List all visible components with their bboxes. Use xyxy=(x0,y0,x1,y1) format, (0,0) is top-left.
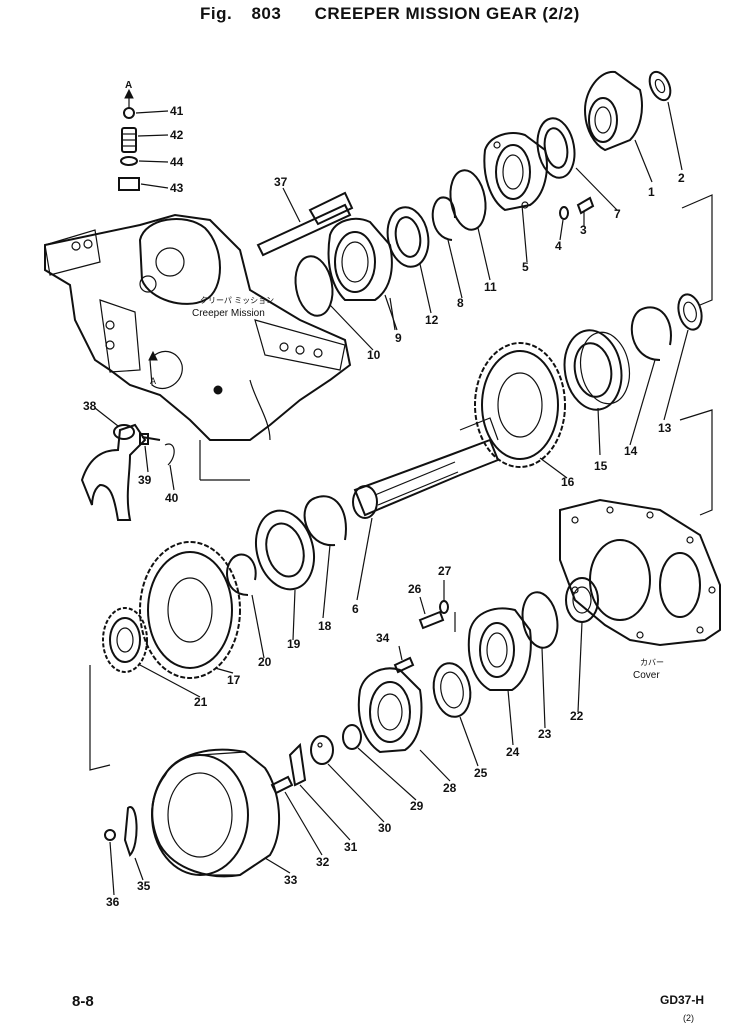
callout-17: 17 xyxy=(227,673,241,687)
cover-label-jp: カバー xyxy=(640,658,664,667)
callout-25: 25 xyxy=(474,766,488,780)
cover: カバー Cover xyxy=(559,498,721,681)
fig-number: 803 xyxy=(251,4,282,23)
fig-label: Fig. xyxy=(200,4,233,23)
callout-numbers: 1 2 3 4 5 6 7 8 10 11 12 13 14 15 16 17 … xyxy=(83,104,685,909)
callout-3: 3 xyxy=(580,223,587,237)
callout-5: 5 xyxy=(522,260,529,274)
shift-fork xyxy=(80,407,175,521)
callout-2: 2 xyxy=(678,171,685,185)
callout-23: 23 xyxy=(538,727,552,741)
model-code: GD37-H xyxy=(660,993,705,1007)
callout-16: 16 xyxy=(561,475,575,489)
middle-parts xyxy=(352,293,713,519)
figure-title: CREEPER MISSION GEAR (2/2) xyxy=(314,4,580,23)
callout-43: 43 xyxy=(170,181,184,195)
callout-22: 22 xyxy=(570,709,584,723)
cover-label-en: Cover xyxy=(633,670,660,681)
callout-6: 6 xyxy=(352,602,359,616)
page-number: 8-8 xyxy=(72,993,94,1010)
leader-lines xyxy=(109,101,689,896)
callout-21: 21 xyxy=(194,695,208,709)
callout-9: 9 xyxy=(395,331,402,345)
callout-32: 32 xyxy=(316,855,330,869)
callout-40: 40 xyxy=(165,491,179,505)
callout-13: 13 xyxy=(658,421,672,435)
case-label-en: Creeper Mission xyxy=(192,308,265,319)
upper-parts xyxy=(294,70,713,317)
detent-assembly: A xyxy=(118,80,169,191)
callout-26: 26 xyxy=(408,582,422,596)
lower-parts xyxy=(104,577,599,878)
callout-12: 12 xyxy=(425,313,439,327)
callout-18: 18 xyxy=(318,619,332,633)
callout-10: 10 xyxy=(367,348,381,362)
arrow-up-icon xyxy=(124,88,134,99)
arrow-a-case-label: A xyxy=(150,376,156,386)
callout-7: 7 xyxy=(614,207,621,221)
callout-27: 27 xyxy=(438,564,452,578)
callout-41: 41 xyxy=(170,104,184,118)
callout-19: 19 xyxy=(287,637,301,651)
callout-33: 33 xyxy=(284,873,298,887)
callout-15: 15 xyxy=(594,459,608,473)
callout-11: 11 xyxy=(484,280,497,294)
callout-28: 28 xyxy=(443,781,457,795)
callout-20: 20 xyxy=(258,655,272,669)
callout-39: 39 xyxy=(138,473,152,487)
shaft-37 xyxy=(256,187,354,257)
callout-34: 34 xyxy=(376,631,390,645)
creeper-mission-case: クリーパ ミッション Creeper Mission A xyxy=(44,213,352,481)
callout-14: 14 xyxy=(624,444,638,458)
arrow-a-top-label: A xyxy=(125,80,132,91)
callout-31: 31 xyxy=(344,840,358,854)
revision-mark: (2) xyxy=(683,1013,694,1023)
callout-24: 24 xyxy=(506,745,520,759)
callout-42: 42 xyxy=(170,128,184,142)
callout-37: 37 xyxy=(274,175,288,189)
callout-30: 30 xyxy=(378,821,392,835)
figure-header: Fig. 803 CREEPER MISSION GEAR (2/2) xyxy=(200,4,580,24)
callout-4: 4 xyxy=(555,239,562,253)
case-label-jp: クリーパ ミッション xyxy=(200,296,274,305)
arrow-up-icon xyxy=(148,350,158,361)
callout-35: 35 xyxy=(137,879,151,893)
callout-44: 44 xyxy=(170,155,184,169)
callout-38: 38 xyxy=(83,399,97,413)
lower-middle-parts xyxy=(89,495,347,771)
callout-29: 29 xyxy=(410,799,424,813)
callout-36: 36 xyxy=(106,895,120,909)
callout-1: 1 xyxy=(648,185,655,199)
callout-8: 8 xyxy=(457,296,464,310)
